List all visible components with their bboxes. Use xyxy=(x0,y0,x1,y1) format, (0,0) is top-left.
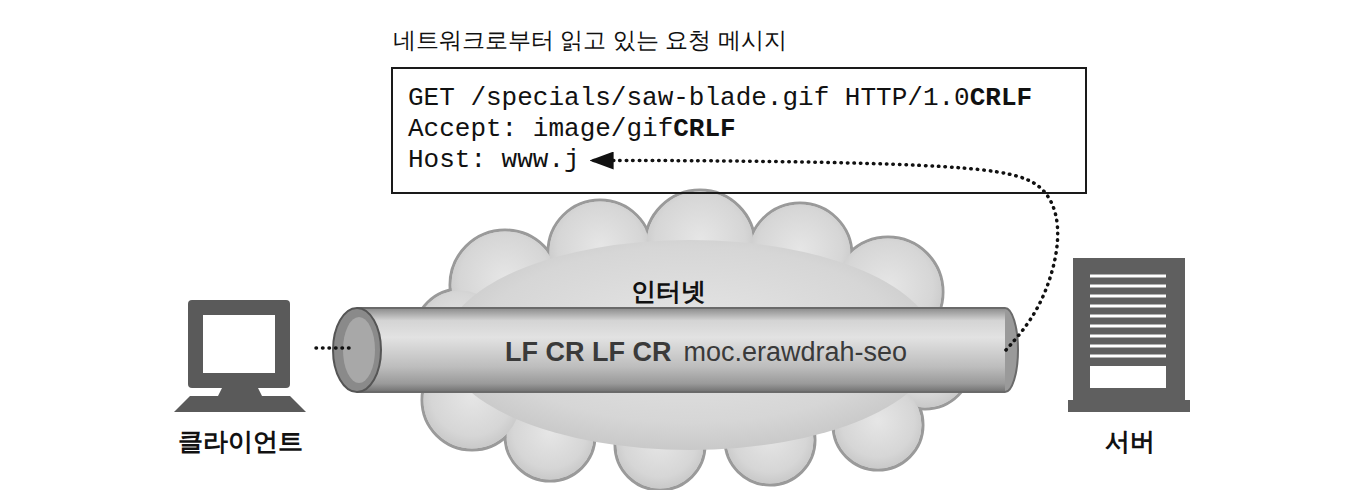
server-icon xyxy=(1068,258,1190,412)
line-terminator: CRLF xyxy=(673,114,735,145)
dotted-connector xyxy=(316,346,352,350)
reversed-host: moc.erawdrah-seo xyxy=(683,337,907,368)
computer-icon xyxy=(174,300,306,412)
message-text: GET /specials/saw-blade.gif HTTP/1.0 xyxy=(408,83,970,114)
message-line: Host: www.j xyxy=(408,145,1032,176)
client-node: 클라이언트 xyxy=(164,296,316,458)
line-terminator: CRLF xyxy=(970,83,1032,114)
network-label: 인터넷 xyxy=(631,275,706,308)
internet-node: 인터넷 LF CR LF CR moc.erawdrah-seo xyxy=(352,215,1010,470)
message-line: GET /specials/saw-blade.gif HTTP/1.0CRLF xyxy=(408,83,1032,114)
device-label: 클라이언트 xyxy=(164,425,316,458)
stream-bytes: LF CR LF CR moc.erawdrah-seo xyxy=(505,337,907,368)
message-line: Accept: image/gifCRLF xyxy=(408,114,1032,145)
dotted-connector xyxy=(592,161,1058,351)
request-message-box: 네트워크로부터 읽고 있는 요청 메시지GET /specials/saw-bl… xyxy=(391,67,1087,194)
message-text: Host: www.j xyxy=(408,145,580,176)
line-terminator: LF CR LF CR xyxy=(505,337,671,368)
message-body: GET /specials/saw-blade.gif HTTP/1.0CRLF… xyxy=(393,69,1047,190)
network-pipe xyxy=(333,308,1018,392)
device-label: 서버 xyxy=(1056,425,1204,458)
server-node: 서버 xyxy=(1056,254,1204,458)
message-text: Accept: image/gif xyxy=(408,114,673,145)
message-heading: 네트워크로부터 읽고 있는 요청 메시지 xyxy=(393,25,787,56)
